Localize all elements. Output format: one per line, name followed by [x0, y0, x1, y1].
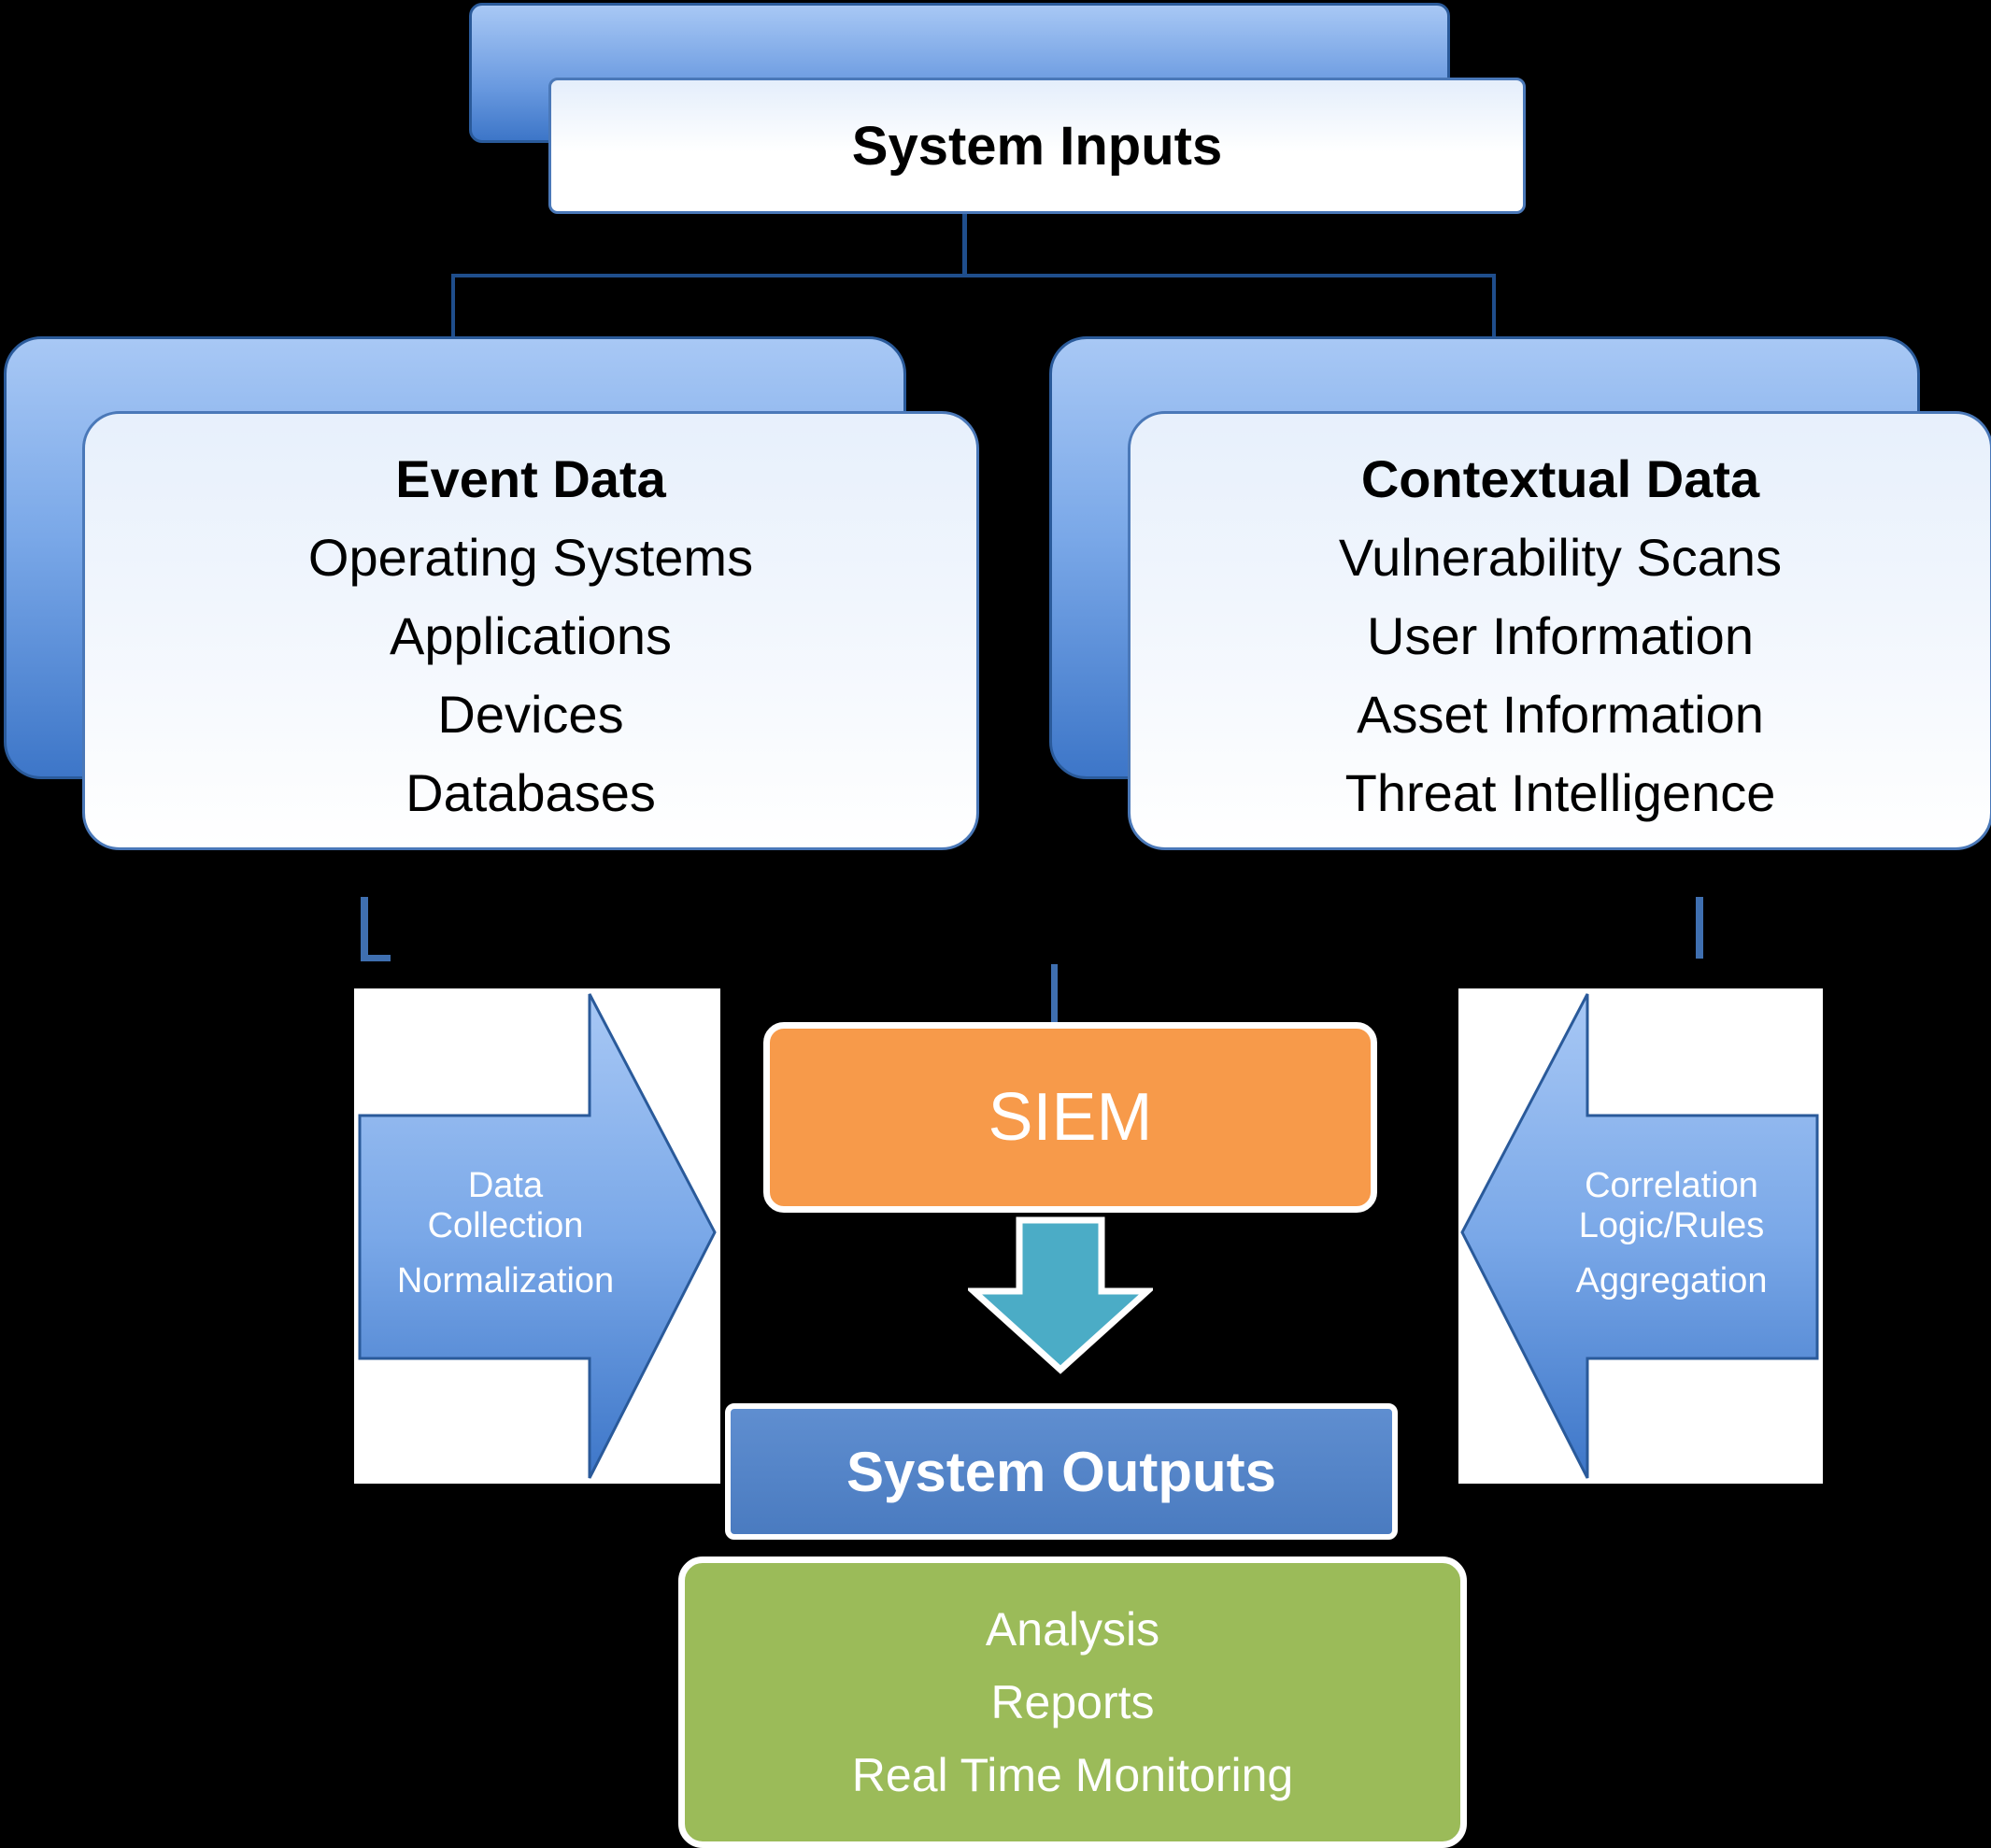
event-data-item: Databases [405, 763, 656, 822]
siem-box: SIEM [763, 1022, 1377, 1213]
contextual-data-item: Threat Intelligence [1344, 763, 1776, 822]
contextual-data-item: Asset Information [1357, 685, 1764, 744]
event-data-heading: Event Data [395, 449, 666, 508]
contextual-data-item: User Information [1367, 606, 1754, 665]
output-item: Real Time Monitoring [851, 1749, 1294, 1801]
left-mark-vertical [361, 897, 368, 960]
left-arrow-line: Data [467, 1166, 544, 1205]
left-arrow-label: Data Collection Normalization [359, 1166, 652, 1301]
system-inputs-box: System Inputs [548, 78, 1526, 214]
left-mark-horizontal [361, 955, 391, 961]
right-mark [1696, 897, 1703, 959]
outputs-list-box: Analysis Reports Real Time Monitoring [678, 1557, 1467, 1848]
right-arrow-line: Correlation [1585, 1166, 1758, 1205]
contextual-data-box: Contextual Data Vulnerability Scans User… [1128, 411, 1991, 850]
output-item: Reports [990, 1676, 1155, 1728]
center-mark [1051, 964, 1058, 1022]
down-arrow-icon [968, 1216, 1153, 1374]
output-item: Analysis [985, 1603, 1160, 1656]
event-data-box: Event Data Operating Systems Application… [82, 411, 979, 850]
event-data-item: Applications [390, 606, 672, 665]
event-data-item: Operating Systems [307, 528, 754, 587]
connector-right-drop [1492, 274, 1496, 337]
contextual-data-item: Vulnerability Scans [1338, 528, 1783, 587]
left-arrow-line: Collection [427, 1206, 584, 1245]
system-inputs-title: System Inputs [851, 115, 1223, 177]
contextual-data-heading: Contextual Data [1360, 449, 1760, 508]
left-pointing-arrow-icon [1460, 993, 1819, 1479]
siem-label: SIEM [988, 1080, 1153, 1155]
system-outputs-box: System Outputs [725, 1403, 1398, 1540]
event-data-item: Devices [437, 685, 624, 744]
right-arrow-line: Logic/Rules [1578, 1206, 1765, 1245]
right-arrow-label: Correlation Logic/Rules Aggregation [1525, 1166, 1818, 1301]
right-pointing-arrow-icon [358, 993, 717, 1479]
left-arrow-line: Normalization [396, 1261, 615, 1301]
system-outputs-title: System Outputs [846, 1440, 1277, 1503]
connector-horizontal [451, 274, 1496, 277]
connector-vertical [962, 210, 967, 277]
connector-left-drop [451, 274, 455, 337]
right-arrow-line: Aggregation [1575, 1261, 1768, 1301]
